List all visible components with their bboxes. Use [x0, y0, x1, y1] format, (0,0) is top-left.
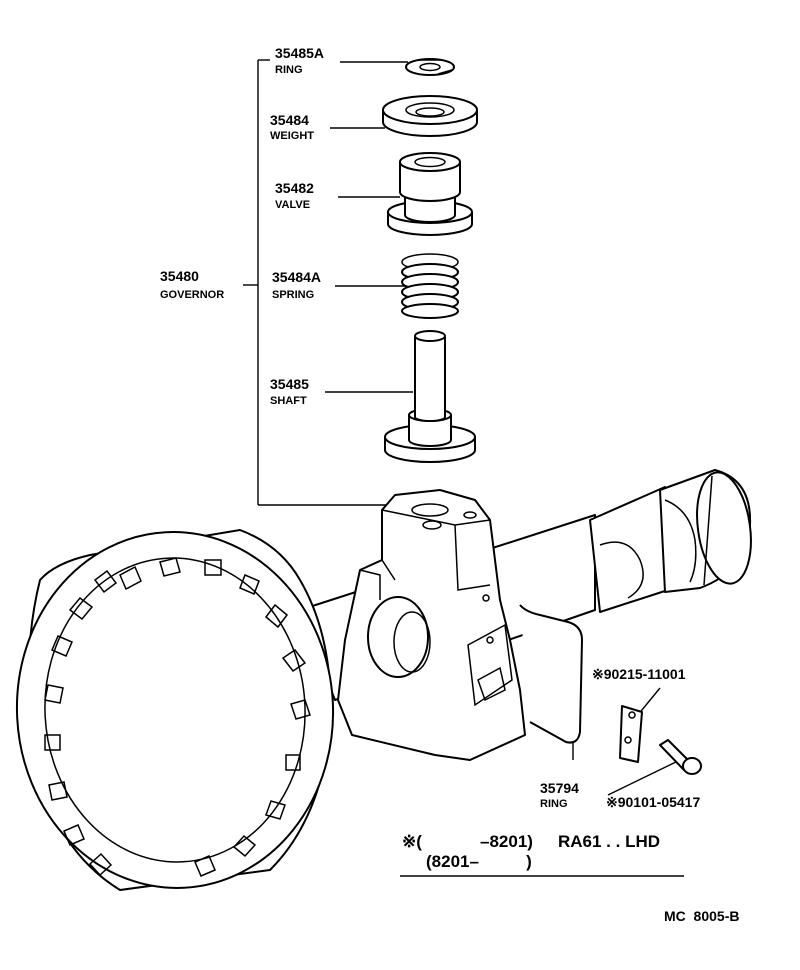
label-ring-clip-name: RING [540, 798, 568, 810]
plate-part [619, 705, 643, 763]
label-valve-number: 35482 [275, 180, 314, 196]
weight-part [382, 95, 478, 137]
label-bolt-number: ※90101-05417 [606, 794, 700, 810]
drum-teeth [44, 557, 311, 877]
label-shaft-number: 35485 [270, 376, 309, 392]
valve-part [387, 152, 473, 236]
ring-top-part [405, 58, 455, 76]
note-line2: (8201– ) [426, 852, 532, 871]
diagram-code: MC 8005-B [664, 908, 739, 924]
ring-clip-part [519, 604, 583, 744]
governor-body-part [337, 489, 526, 761]
note-line1-range: –8201) [480, 832, 533, 851]
spring-part [401, 253, 459, 319]
note-line1-model: RA61 . . LHD [558, 832, 660, 851]
applicability-note: ※( –8201) RA61 . . LHD (8201– ) [400, 832, 684, 877]
label-ring-top-number: 35485A [275, 45, 324, 61]
label-governor-name: GOVERNOR [160, 289, 224, 301]
bolt-part [659, 739, 702, 775]
label-spring-number: 35484A [272, 269, 321, 285]
label-spring-name: SPRING [272, 289, 314, 301]
label-valve-name: VALVE [275, 199, 310, 211]
part-labels: 35485A RING 35484 WEIGHT 35482 VALVE 354… [160, 45, 700, 810]
drum-part [15, 529, 335, 891]
shaft-part [384, 330, 476, 463]
note-line1-prefix: ※( [402, 832, 422, 851]
label-shaft-name: SHAFT [270, 395, 307, 407]
governor-bracket [243, 59, 392, 506]
label-weight-number: 35484 [270, 112, 309, 128]
label-weight-name: WEIGHT [270, 130, 314, 142]
label-ring-clip-number: 35794 [540, 780, 579, 796]
label-plate-number: ※90215-11001 [592, 666, 686, 682]
label-ring-top-name: RING [275, 64, 303, 76]
label-governor-number: 35480 [160, 268, 199, 284]
